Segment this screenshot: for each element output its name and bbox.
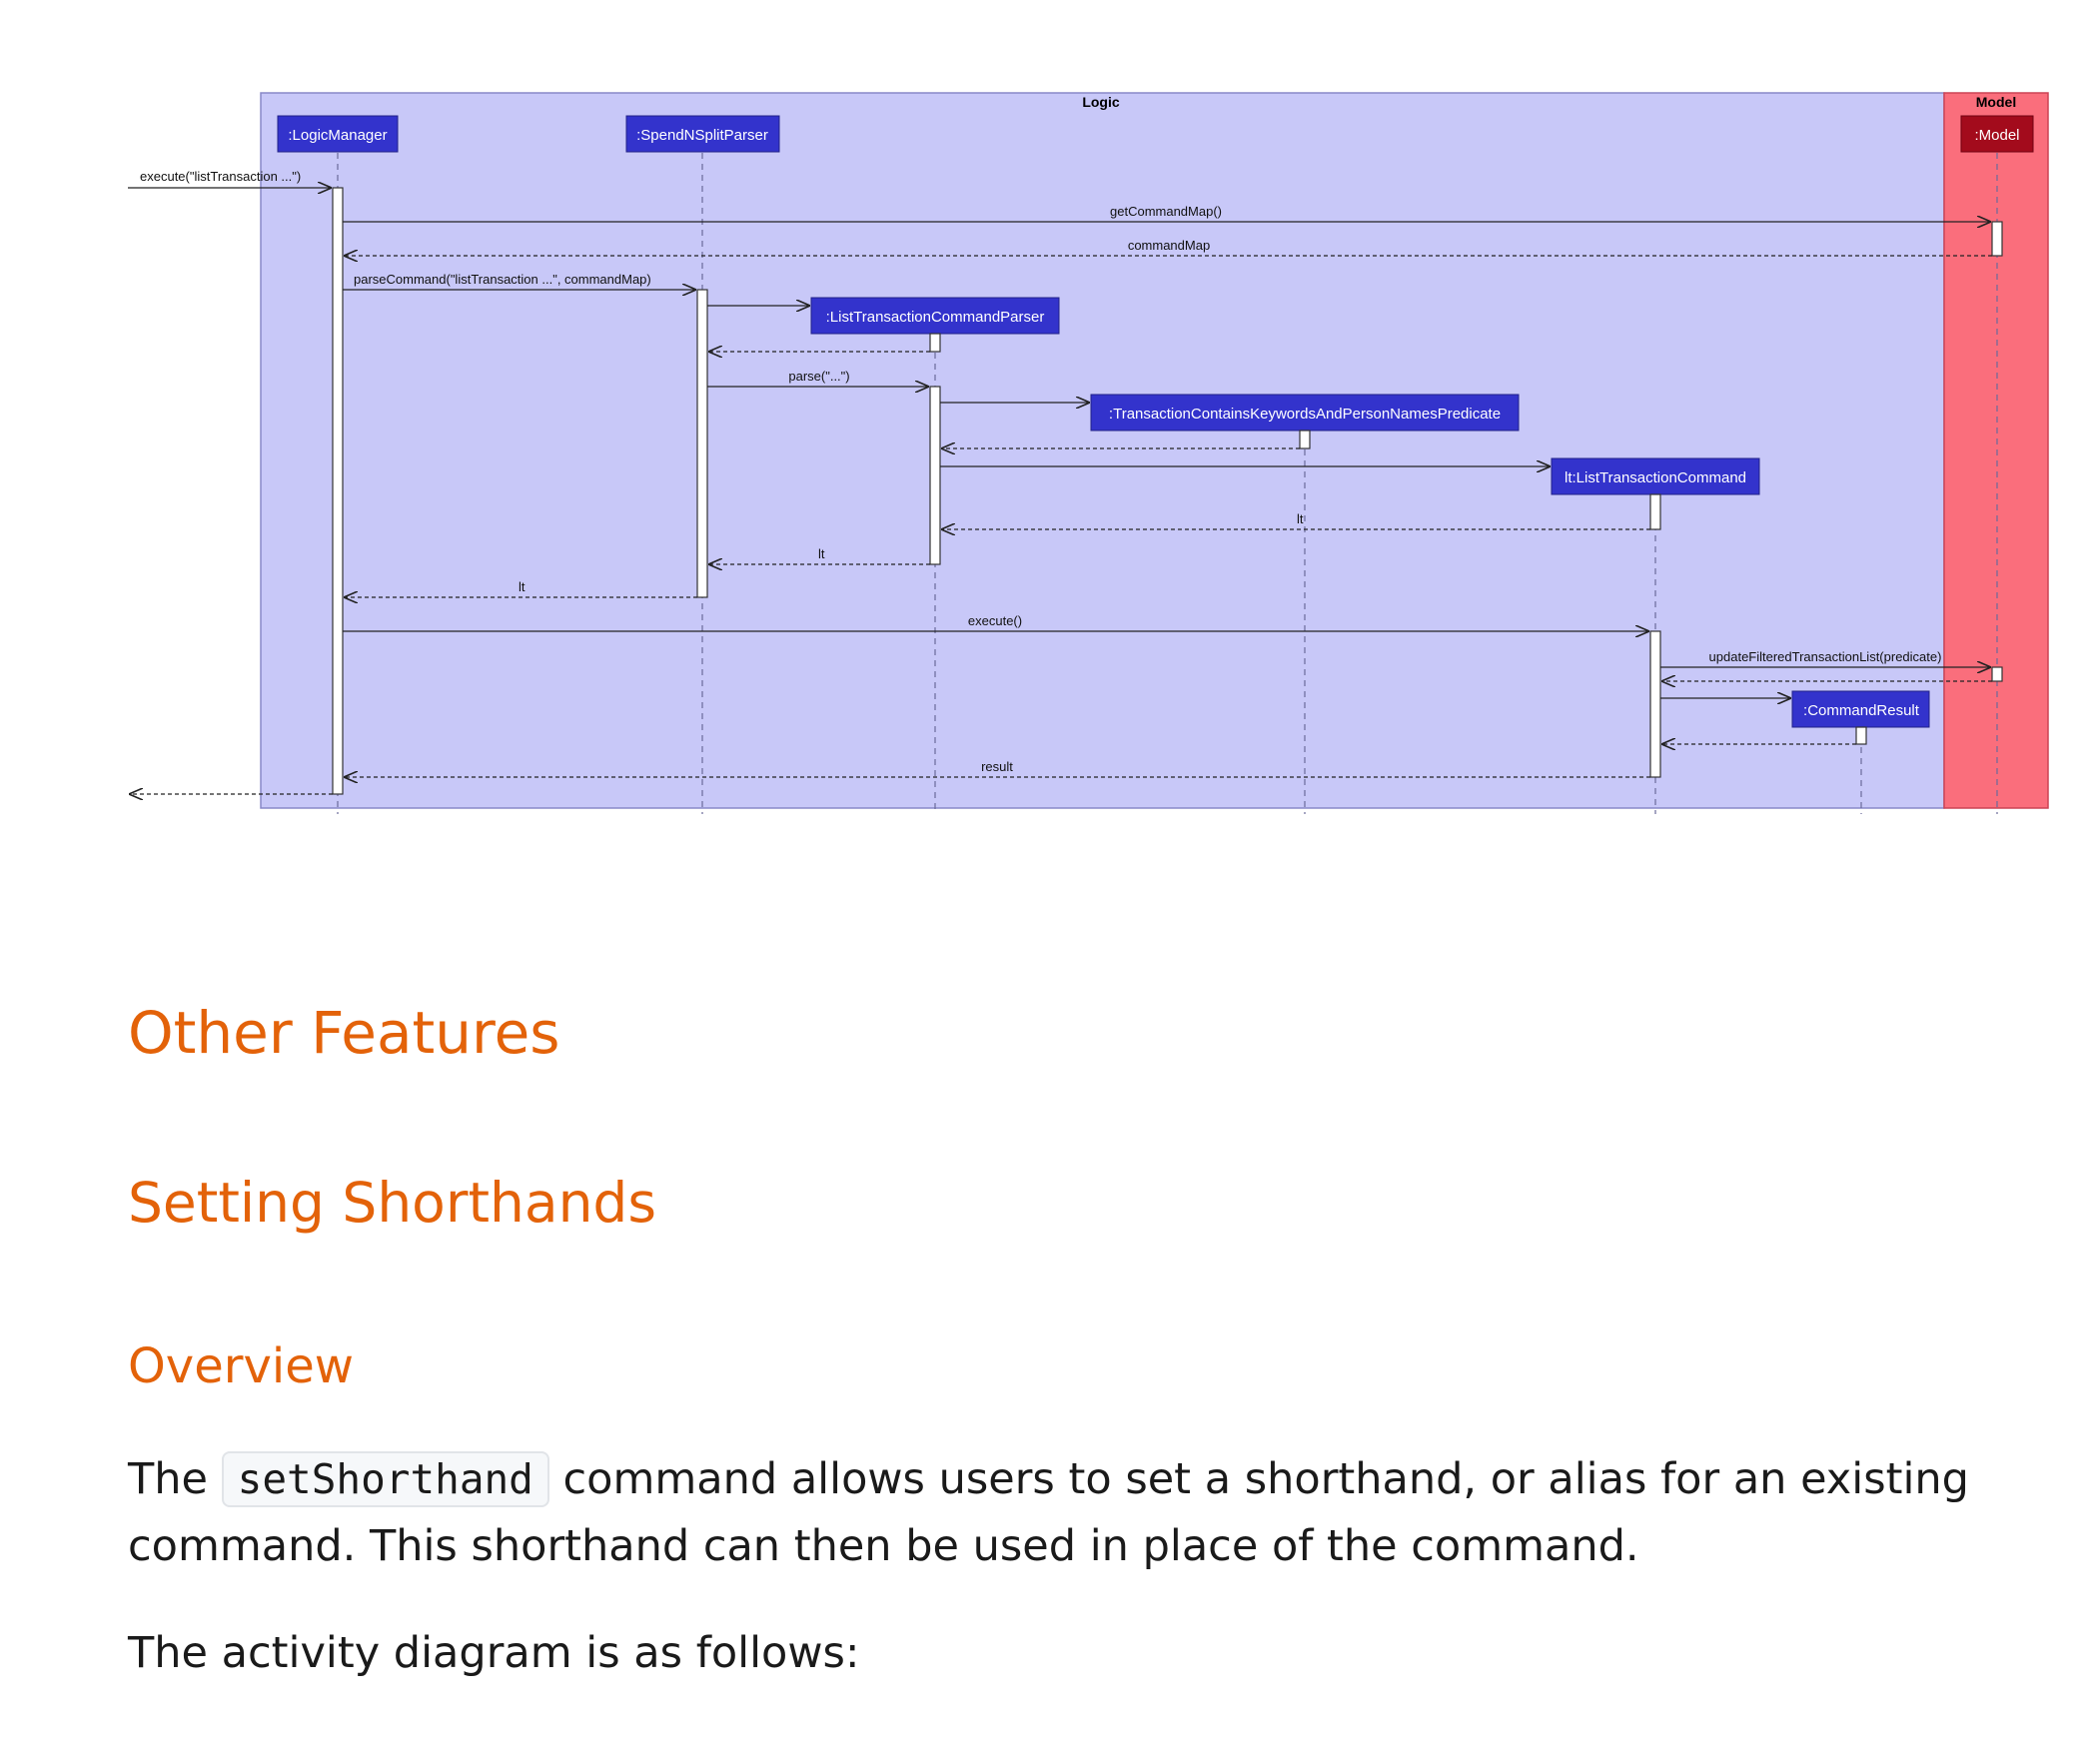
label-command-map: commandMap — [1128, 238, 1210, 253]
label-get-command-map: getCommandMap() — [1110, 204, 1222, 219]
heading-overview: Overview — [128, 1338, 354, 1394]
label-update-filtered: updateFilteredTransactionList(predicate) — [1709, 649, 1942, 664]
activation-model-1 — [1991, 221, 2003, 257]
label-execute: execute() — [968, 613, 1022, 628]
svg-text:lt:ListTransactionCommand: lt:ListTransactionCommand — [1565, 469, 1746, 486]
participant-predicate: :TransactionContainsKeywordsAndPersonNam… — [1090, 394, 1520, 432]
svg-text::LogicManager: :LogicManager — [288, 127, 387, 144]
activation-logicmanager — [332, 187, 344, 795]
label-lt-3: lt — [519, 579, 525, 594]
model-frame — [1943, 92, 2049, 809]
svg-text::TransactionContainsKeywordsAn: :TransactionContainsKeywordsAndPersonNam… — [1109, 406, 1501, 423]
activation-command-create — [1649, 493, 1661, 530]
activation-result — [1855, 726, 1867, 745]
activity-diagram-intro: The activity diagram is as follows: — [128, 1628, 860, 1678]
sequence-diagram: Logic Model :LogicManager :SpendNSplitPa… — [128, 92, 2049, 814]
label-parse: parse("...") — [788, 369, 849, 384]
heading-setting-shorthands: Setting Shorthands — [128, 1171, 656, 1235]
activation-command-execute — [1649, 630, 1661, 778]
model-frame-title: Model — [1976, 94, 2016, 110]
activation-predicate — [1299, 430, 1311, 449]
svg-text::SpendNSplitParser: :SpendNSplitParser — [636, 127, 768, 144]
logic-frame — [260, 92, 1945, 809]
heading-other-features: Other Features — [128, 999, 560, 1067]
overview-paragraph: The setShorthand command allows users to… — [128, 1446, 2026, 1580]
label-lt-2: lt — [818, 546, 825, 561]
paragraph-text-end: command allows users to set a shorthand,… — [128, 1454, 1969, 1571]
svg-text::ListTransactionCommandParser: :ListTransactionCommandParser — [826, 309, 1045, 326]
label-parse-command: parseCommand("listTransaction ...", comm… — [354, 272, 651, 287]
label-result: result — [981, 759, 1013, 774]
inline-code-setshorthand: setShorthand — [221, 1451, 549, 1507]
participant-command: lt:ListTransactionCommand — [1551, 457, 1760, 495]
svg-text::CommandResult: :CommandResult — [1803, 702, 1920, 719]
activation-listparser-parse — [929, 386, 941, 565]
participant-logicmanager: :LogicManager — [277, 115, 399, 153]
participant-model: :Model — [1960, 115, 2034, 153]
activation-listparser-create — [929, 333, 941, 353]
participant-parser: :SpendNSplitParser — [625, 115, 780, 153]
activation-model-2 — [1991, 666, 2003, 682]
svg-text::Model: :Model — [1974, 127, 2019, 144]
participant-listparser: :ListTransactionCommandParser — [810, 297, 1060, 335]
logic-frame-title: Logic — [1082, 94, 1120, 110]
participant-result: :CommandResult — [1791, 690, 1930, 728]
label-lt-1: lt — [1297, 511, 1304, 526]
label-execute-call: execute("listTransaction ...") — [140, 169, 301, 184]
activation-parser — [696, 289, 708, 598]
paragraph-text-start: The — [128, 1454, 222, 1504]
